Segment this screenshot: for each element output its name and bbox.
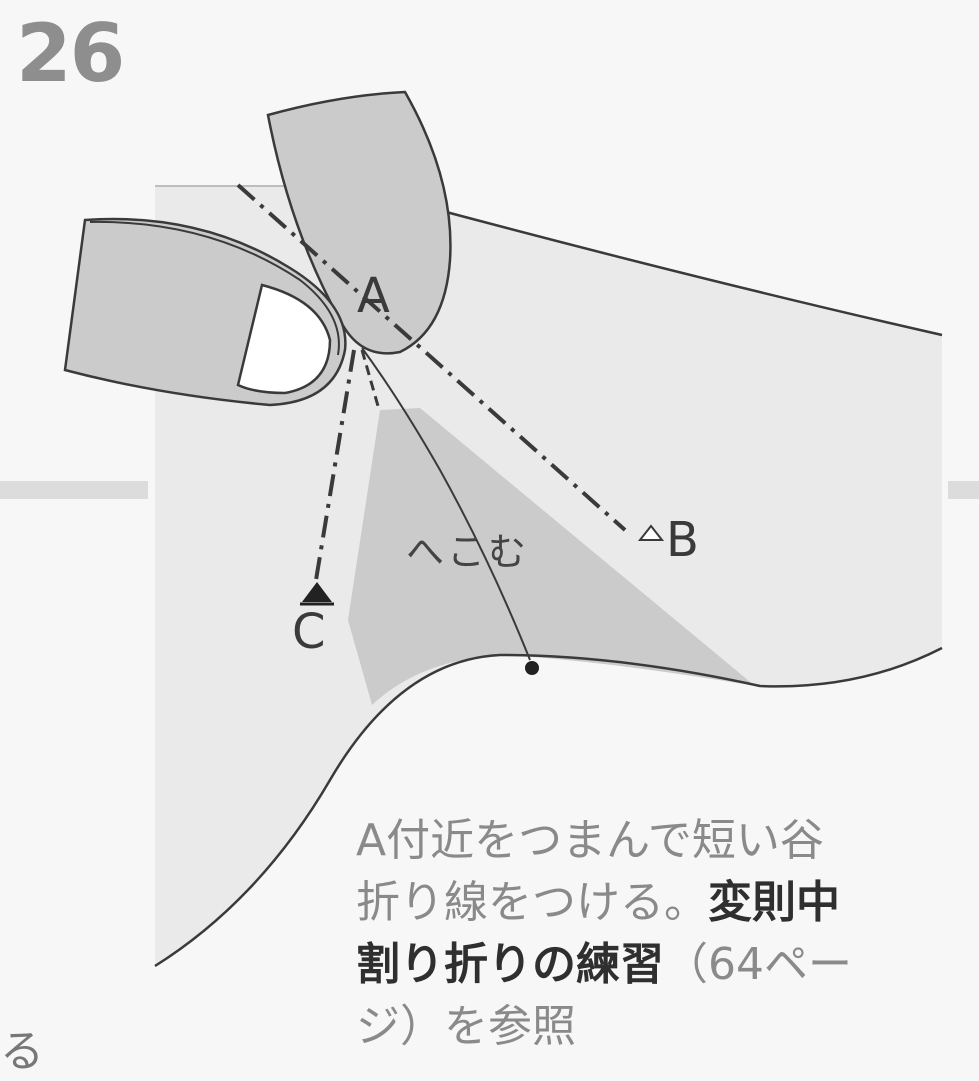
upper-paper-edge-line (419, 203, 943, 337)
caption-line-4: ジ）を参照 (356, 1001, 576, 1052)
point-c-label: C (292, 604, 326, 660)
step-number: 26 (16, 7, 125, 100)
indent-shade (348, 408, 755, 705)
caption-line-1: A付近をつまんで短い谷 (356, 815, 824, 866)
cropped-text-fragment: る (0, 1026, 44, 1077)
right-gutter-bar (948, 481, 979, 499)
upper-paper-edge (155, 186, 942, 335)
caption-line-2: 折り線をつける。変則中 (356, 877, 840, 928)
instruction-caption: A付近をつまんで短い谷 折り線をつける。変則中 割り折りの練習（64ペー ジ）を… (356, 810, 979, 1058)
indent-label: へこむ (406, 530, 530, 574)
left-gutter-bar (0, 481, 148, 499)
valley-fold-line-ab (236, 183, 627, 532)
filled-triangle-marker-icon (302, 582, 332, 602)
caption-line-3: 割り折りの練習（64ペー (356, 939, 852, 990)
fold-crease-line (361, 347, 531, 661)
open-triangle-marker-icon (637, 524, 665, 541)
point-a-label: A (357, 268, 390, 324)
point-b-label: B (666, 512, 699, 568)
left-flap-hole (236, 283, 332, 395)
lower-paper-edge (154, 646, 943, 968)
lower-paper-outside (155, 648, 942, 1081)
crease-end-dot (525, 661, 539, 675)
valley-fold-line-ac (314, 349, 356, 581)
upper-flap (266, 90, 452, 355)
short-fold-line (360, 349, 380, 407)
left-flap-outline (89, 220, 340, 356)
